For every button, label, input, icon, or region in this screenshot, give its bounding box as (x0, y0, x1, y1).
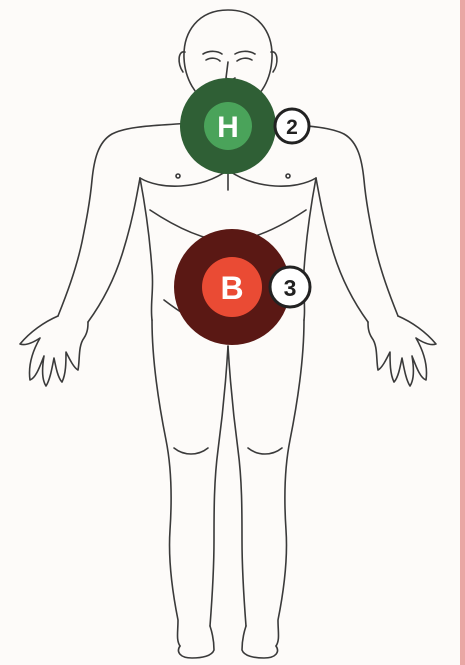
right-leg-inner (228, 346, 246, 626)
right-eyebrow (235, 51, 255, 54)
marker-h-count: 2 (286, 116, 298, 139)
left-foot (179, 626, 215, 658)
marker-h-letter: H (217, 111, 239, 144)
right-knee (248, 448, 282, 454)
left-nipple (176, 174, 180, 178)
marker-b-count: 3 (284, 275, 297, 301)
right-eye (237, 58, 252, 61)
left-knee (174, 448, 208, 454)
marker-h: H 2 (180, 78, 309, 174)
left-eye (206, 58, 220, 61)
marker-b-letter: B (220, 270, 243, 306)
right-hand (368, 316, 436, 386)
marker-b: B 3 (174, 229, 310, 345)
right-foot (242, 626, 278, 658)
right-leg-outer (276, 320, 304, 646)
left-inner-arm (88, 178, 140, 322)
left-eyebrow (203, 51, 222, 54)
left-leg-inner (210, 346, 228, 626)
left-hand (20, 316, 88, 386)
nose (226, 62, 235, 80)
left-leg-outer (152, 320, 180, 646)
right-inner-arm (316, 178, 368, 322)
right-nipple (286, 174, 290, 178)
left-waist (140, 178, 153, 320)
